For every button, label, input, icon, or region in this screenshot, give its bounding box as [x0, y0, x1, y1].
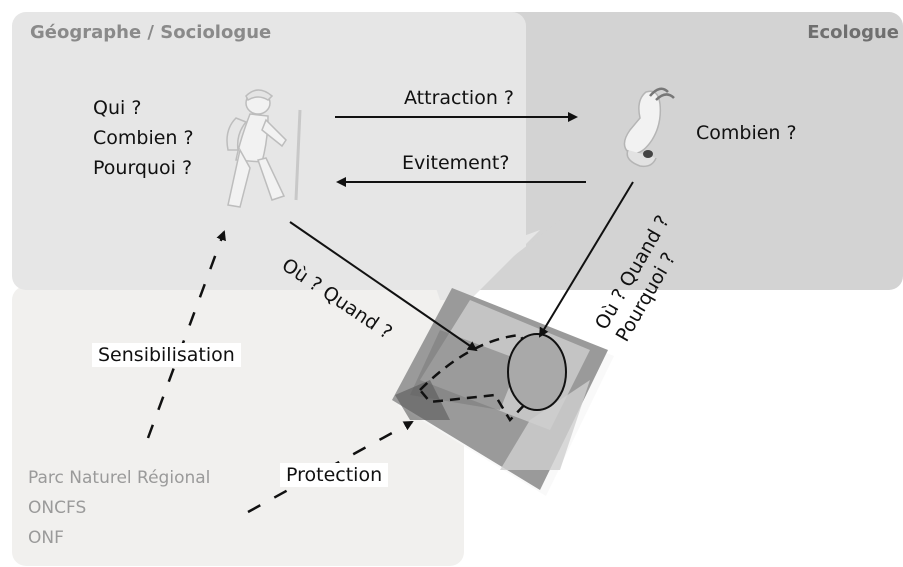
ecologue-panel-title: Ecologue — [807, 22, 899, 43]
sensibilisation-label: Sensibilisation — [92, 343, 241, 367]
organisation-oncfs: ONCFS — [28, 493, 210, 523]
organisation-onf: ONF — [28, 523, 210, 553]
attraction-label: Attraction ? — [404, 87, 514, 109]
protection-label: Protection — [280, 463, 388, 487]
habitat-ellipse — [508, 334, 566, 410]
hiker-question-pourquoi: Pourquoi ? — [93, 153, 194, 183]
panel-geographe — [12, 12, 526, 290]
hiker-questions: Qui ? Combien ? Pourquoi ? — [93, 93, 194, 183]
organisation-pnr: Parc Naturel Régional — [28, 463, 210, 493]
hiker-question-qui: Qui ? — [93, 93, 194, 123]
organisations-list: Parc Naturel Régional ONCFS ONF — [28, 463, 210, 553]
evitement-label: Evitement? — [402, 152, 509, 174]
geographe-panel-title: Géographe / Sociologue — [30, 22, 271, 43]
animal-question: Combien ? — [696, 122, 797, 144]
hiker-question-combien: Combien ? — [93, 123, 194, 153]
